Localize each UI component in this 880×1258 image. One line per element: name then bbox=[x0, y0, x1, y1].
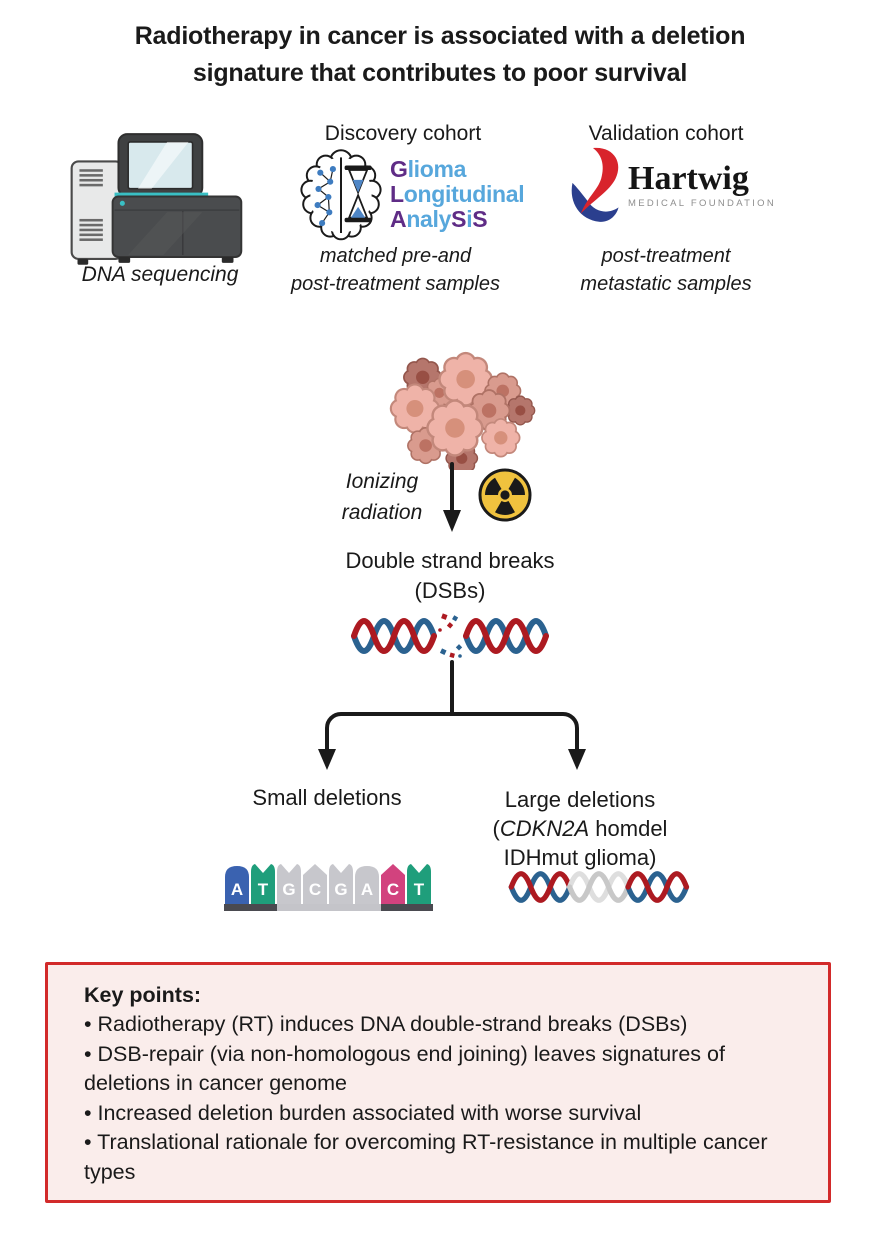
glass-logo-segment: S bbox=[451, 206, 467, 232]
key-point-bullet: • DSB-repair (via non-homologous end joi… bbox=[84, 1041, 725, 1096]
discovery-cohort-heading: Discovery cohort bbox=[324, 122, 482, 145]
glass-logo-segment: ongitudinal bbox=[403, 181, 525, 207]
glass-logo-line1: Glioma bbox=[390, 157, 524, 182]
ionizing-line2: radiation bbox=[341, 501, 423, 524]
dsb-helix-illustration bbox=[351, 613, 549, 659]
base-letter: G bbox=[282, 880, 295, 899]
sequence-blocks-illustration: A T G C G A C bbox=[224, 864, 433, 911]
brain-icon bbox=[300, 149, 382, 241]
dna-sequencer-illustration bbox=[70, 133, 243, 265]
glass-logo-line2: Longitudinal bbox=[390, 181, 525, 207]
base-letter: C bbox=[387, 880, 399, 899]
radiation-icon bbox=[478, 468, 532, 522]
large-deletions-line1: Large deletions bbox=[504, 787, 656, 812]
homdel-text: homdel bbox=[595, 816, 668, 841]
validation-cohort-heading: Validation cohort bbox=[588, 122, 744, 145]
base-letter: C bbox=[309, 880, 321, 899]
key-points-heading: Key points: bbox=[84, 983, 202, 1007]
ionizing-line1: Ionizing bbox=[345, 470, 419, 493]
key-points-list: • Radiotherapy (RT) induces DNA double-s… bbox=[84, 1010, 792, 1187]
tumor-cells-illustration bbox=[389, 351, 536, 470]
glass-logo-segment: A bbox=[390, 206, 407, 232]
validation-caption-line2: metastatic samples bbox=[580, 273, 752, 295]
base-letter: T bbox=[258, 880, 269, 899]
page-title: Radiotherapy in cancer is associated wit… bbox=[134, 22, 746, 87]
hartwig-wordmark: Hartwig MEDICAL FOUNDATION bbox=[628, 160, 798, 210]
validation-caption: post-treatment metastatic samples bbox=[552, 242, 780, 298]
small-deletions-label: Small deletions bbox=[252, 785, 402, 810]
dsb-line1: Double strand breaks bbox=[345, 548, 555, 573]
glass-logo-line3: AnalySiS bbox=[390, 207, 524, 232]
glass-logo: Glioma Longitudinal AnalySiS bbox=[390, 157, 525, 232]
base-letter: A bbox=[231, 880, 243, 899]
glass-logo-segment: G bbox=[390, 156, 408, 182]
discovery-caption-line2: post-treatment samples bbox=[291, 273, 500, 295]
glass-logo-segment: i bbox=[466, 206, 473, 232]
glass-logo-segment: S bbox=[472, 206, 488, 232]
glass-logo-segment: L bbox=[390, 181, 404, 207]
paren-open: ( bbox=[492, 816, 500, 841]
ionizing-radiation-label: Ionizing radiation bbox=[326, 466, 438, 528]
hartwig-subtitle: MEDICAL FOUNDATION bbox=[628, 198, 777, 209]
discovery-caption: matched pre-and post-treatment samples bbox=[278, 242, 513, 298]
key-points-box: Key points: • Radiotherapy (RT) induces … bbox=[45, 962, 831, 1203]
sequencing-label: DNA sequencing bbox=[81, 263, 239, 286]
base-letter: T bbox=[414, 880, 425, 899]
glass-logo-segment: lioma bbox=[407, 156, 467, 182]
large-deletion-helix-illustration bbox=[508, 871, 690, 903]
key-point-bullet: • Radiotherapy (RT) induces DNA double-s… bbox=[84, 1012, 688, 1036]
branch-arrows bbox=[318, 660, 586, 770]
key-point-bullet: • Translational rationale for overcoming… bbox=[84, 1130, 768, 1184]
validation-caption-line1: post-treatment bbox=[601, 245, 731, 267]
dsb-line2: (DSBs) bbox=[414, 578, 486, 603]
base-letter: G bbox=[334, 880, 347, 899]
base-letter: A bbox=[361, 880, 373, 899]
discovery-caption-line1: matched pre-and bbox=[319, 245, 472, 267]
large-deletions-line3: IDHmut glioma) bbox=[503, 845, 657, 870]
key-point-bullet: • Increased deletion burden associated w… bbox=[84, 1100, 642, 1125]
hartwig-name: Hartwig bbox=[628, 160, 749, 197]
glass-logo-segment: naly bbox=[406, 206, 452, 232]
hartwig-logo-icon bbox=[571, 147, 619, 222]
down-arrow bbox=[443, 462, 461, 532]
dsb-label: Double strand breaks (DSBs) bbox=[300, 546, 600, 606]
gene-name: CDKN2A bbox=[499, 816, 590, 841]
